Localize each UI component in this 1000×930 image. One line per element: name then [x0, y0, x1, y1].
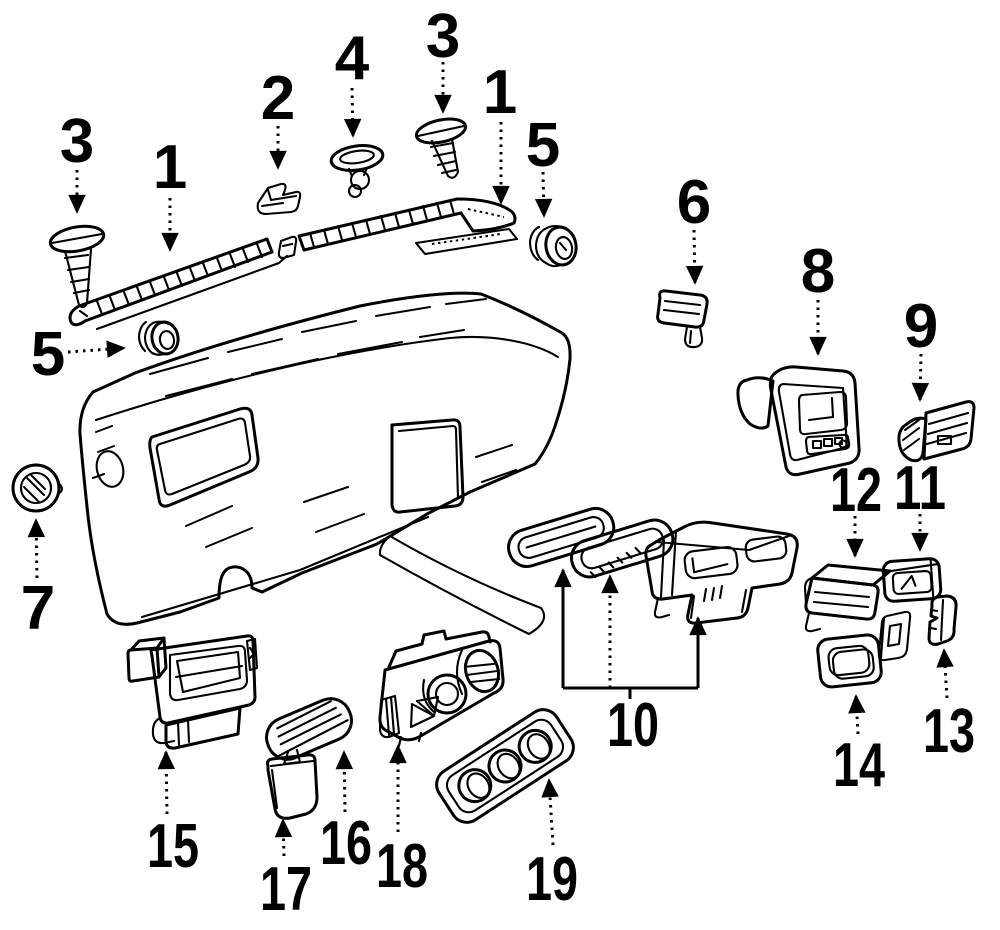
- callout-label-14: 14: [833, 731, 885, 800]
- part-10-center-vents: [507, 506, 799, 625]
- callout-label-3-right: 3: [426, 2, 460, 71]
- callout-label-3-left: 3: [60, 107, 94, 176]
- part-9-side-vent: [897, 400, 976, 463]
- callout-label-4: 4: [335, 24, 370, 93]
- part-5-grommet-right: [528, 224, 578, 268]
- part-12-vent: [803, 563, 892, 633]
- part-11-vent: [881, 557, 943, 603]
- callout-label-10: 10: [607, 691, 659, 760]
- arrow-17: [274, 818, 293, 857]
- callout-label-8: 8: [801, 237, 835, 306]
- callout-label-16: 16: [320, 809, 372, 878]
- callout-label-19: 19: [526, 845, 578, 914]
- part-4-retainer: [329, 144, 385, 199]
- part-13-bracket: [927, 594, 958, 646]
- part-5-grommet-left: [137, 320, 180, 356]
- callout-labels: 3 1 2 4 3 1 5 6 8 9 5 7 12 11 13 14 10 1…: [21, 2, 975, 924]
- dashboard-body: [78, 291, 572, 636]
- arrow-14: [848, 694, 866, 735]
- part-8-cluster-bezel: [736, 365, 861, 477]
- callout-label-5-right: 5: [526, 111, 560, 180]
- callout-label-7: 7: [21, 574, 55, 643]
- arrow-16: [335, 750, 354, 813]
- callout-label-13: 13: [923, 697, 975, 766]
- arrow-7: [27, 518, 46, 579]
- callout-label-11: 11: [894, 454, 946, 523]
- part-3-screw-right: [414, 117, 468, 179]
- arrow-15: [157, 750, 176, 815]
- arrow-19: [541, 778, 559, 846]
- part-19-switch-plate: [435, 708, 575, 824]
- callout-label-1-right: 1: [483, 58, 517, 127]
- arrow-9: [911, 353, 930, 402]
- part-17-cup: [266, 753, 319, 820]
- callout-label-17: 17: [260, 855, 312, 924]
- part-3-screw-left: [48, 224, 106, 309]
- callout-label-2: 2: [261, 64, 295, 133]
- arrow-6: [685, 229, 704, 285]
- callout-label-5-left: 5: [31, 320, 65, 389]
- part-1-defroster-trim-strip: [68, 197, 519, 331]
- arrow-4: [343, 87, 362, 138]
- arrow-bracket-10: [554, 568, 707, 699]
- part-18-climate-control: [378, 629, 505, 748]
- part-15-storage-compartment: [126, 634, 259, 750]
- callout-label-12: 12: [830, 456, 882, 525]
- callout-arrows: [27, 62, 954, 857]
- part-6-side-vent: [656, 289, 709, 349]
- arrow-13: [936, 648, 954, 699]
- callout-label-1-left: 1: [153, 133, 187, 202]
- arrow-5-left: [67, 340, 126, 358]
- callout-label-15: 15: [147, 812, 199, 881]
- callout-label-18: 18: [376, 832, 428, 901]
- part-7-grommet: [11, 463, 64, 513]
- part-2-clip: [256, 182, 302, 216]
- callout-label-9: 9: [904, 292, 938, 361]
- part-14-switch-bezel: [816, 610, 912, 689]
- callout-label-6: 6: [677, 168, 711, 237]
